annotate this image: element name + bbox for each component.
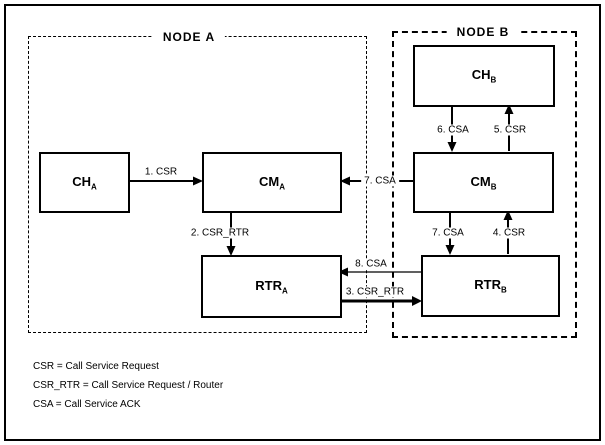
box-cm-b: CMB [413, 152, 554, 213]
box-rtr-b-label: RTRB [474, 277, 507, 295]
arrow-label-csr1: 1. CSR [141, 166, 181, 178]
legend: CSR = Call Service Request CSR_RTR = Cal… [33, 361, 223, 418]
arrow-label-csa7-vertical: 7. CSA [429, 227, 467, 239]
arrow-label-csr-rtr3: 3. CSR_RTR [342, 286, 408, 298]
legend-line-csa: CSA = Call Service ACK [33, 399, 141, 410]
box-rtr-b: RTRB [421, 255, 560, 317]
box-rtr-a: RTRA [201, 255, 342, 318]
arrow-label-csa6: 6. CSA [434, 124, 472, 136]
arrow-label-csr5: 5. CSR [490, 124, 530, 136]
node-b-title: NODE B [446, 25, 520, 39]
node-a-title: NODE A [152, 30, 226, 44]
box-ch-a: CHA [39, 152, 130, 213]
arrow-label-csa8: 8. CSA [352, 258, 390, 270]
box-cm-a-label: CMA [259, 173, 285, 192]
box-cm-a: CMA [202, 152, 342, 213]
legend-line-csr-rtr: CSR_RTR = Call Service Request / Router [33, 380, 224, 391]
box-cm-b-label: CMB [470, 173, 497, 192]
arrow-label-csr-rtr2: 2. CSR_RTR [187, 227, 253, 239]
arrow-label-csr4: 4. CSR [489, 227, 529, 239]
box-rtr-a-label: RTRA [255, 277, 288, 296]
outer-border [4, 4, 601, 441]
arrow-label-csa7-horizontal: 7. CSA [361, 175, 399, 187]
box-ch-b: CHB [413, 45, 555, 107]
legend-line-csr: CSR = Call Service Request [33, 361, 159, 372]
box-ch-a-label: CHA [72, 173, 97, 192]
box-ch-b-label: CHB [471, 67, 497, 85]
